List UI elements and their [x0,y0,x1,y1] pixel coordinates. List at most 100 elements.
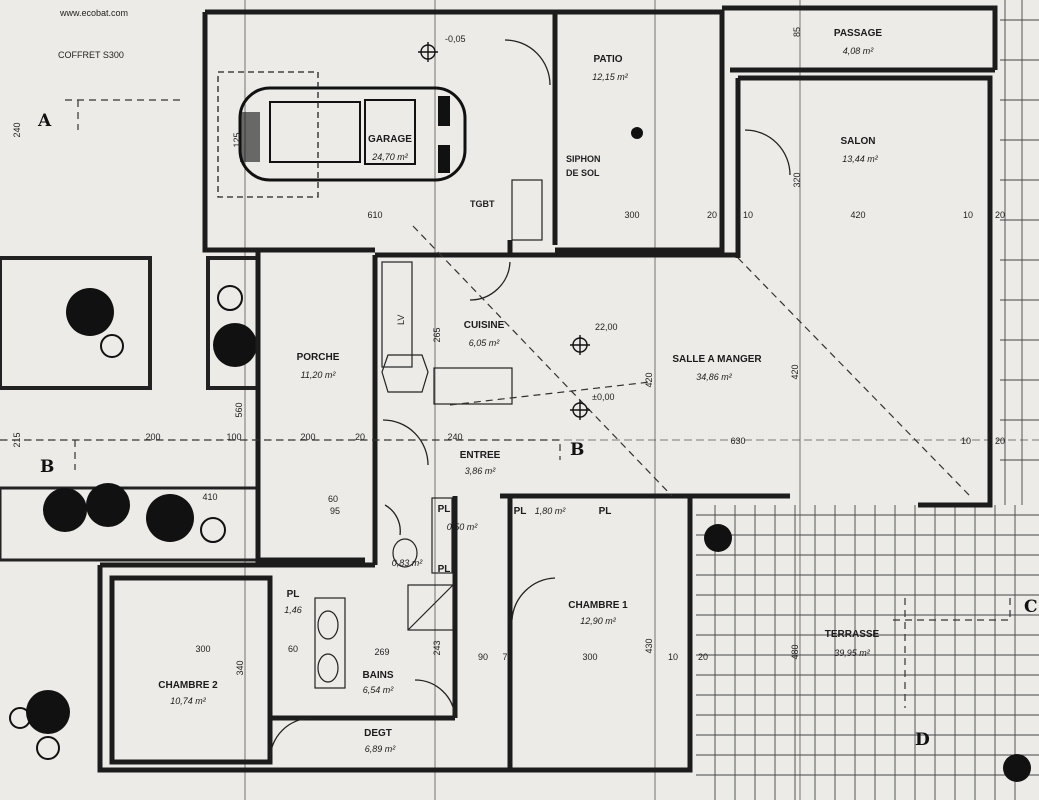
guide-lines [0,99,1011,708]
dimension-10-b: 10 [963,210,973,220]
plant-icon [217,285,243,311]
door-degt [269,717,313,761]
walls [97,5,998,773]
dimension-20-e: 20 [698,652,708,662]
shrub-icon [43,488,87,532]
door-garage [504,39,551,86]
chambre2-walls [109,575,273,765]
room-name-pl-wc2: PL [438,564,451,575]
shrub-icon [704,524,732,552]
dimension-200-a: 200 [145,432,160,442]
shrub-icon [66,288,114,336]
patio-walls [555,9,725,253]
room-area-patio: 12,15 m² [592,72,629,82]
room-area-salle-a-manger: 34,86 m² [696,372,733,382]
room-area-terrasse: 39,95 m² [834,648,871,658]
bathroom-fixtures [314,497,454,689]
garden-bed-small [206,256,260,390]
level-marker-icon [418,42,438,62]
room-area-garage: 24,70 m² [371,152,409,162]
dimension-v-85: 85 [792,27,802,37]
room-area-bains: 6,54 m² [363,685,395,695]
room-name-chambre2: CHAMBRE 2 [158,680,218,691]
room-name-pl-wc: PL [438,504,451,515]
coffret-label: COFFRET S300 [58,50,124,60]
level-main: ±0,00 [592,392,614,402]
room-area-salon: 13,44 m² [842,154,879,164]
dimension-630: 630 [730,436,745,446]
section-marker-a: A [37,111,52,131]
room-name-salle-a-manger: SALLE A MANGER [672,354,762,365]
bedrooms-walls [97,496,693,773]
kitchen-fixtures [381,179,543,405]
room-name-salon: SALON [841,136,876,147]
room-name-passage: PASSAGE [834,28,882,39]
room-name-cuisine: CUISINE [464,320,505,331]
room-name-patio: PATIO [593,54,622,65]
dimension-100: 100 [226,432,241,442]
tgbt-label: TGBT [470,199,495,209]
plant-icon [100,334,124,358]
room-name-terrasse: TERRASSE [825,629,880,640]
shrub-icon [86,483,130,527]
dimension-v-240: 240 [12,122,22,137]
room-area-degt: 6,89 m² [365,744,397,754]
watermark-text: www.ecobat.com [59,8,128,18]
dimension-v-125: 125 [232,132,242,147]
section-marker-d: D [915,730,930,750]
door-salon [744,129,791,176]
shrubs [26,288,1031,782]
room-area-chambre2: 10,74 m² [170,696,207,706]
car-icon [238,86,467,182]
dimensions: 610 300 20 10 420 20 10 200 100 200 20 2… [12,27,1005,676]
room-name-pl-top: PL [514,506,527,517]
plant-icon [200,517,226,543]
plant-icon [36,736,60,760]
room-area-pl-top: 1,80 m² [535,506,567,516]
dimension-20-b: 20 [995,210,1005,220]
dimension-269: 269 [374,647,389,657]
dimension-300-patio: 300 [624,210,639,220]
room-area-pl-wc2: 0,83 m² [392,558,424,568]
garage-parking-zone [217,71,319,198]
dimension-10-c: 10 [961,436,971,446]
dimension-410: 410 [202,492,217,502]
dimension-v-560: 560 [234,402,244,417]
shrub-icon [1003,754,1031,782]
passage-walls [722,5,998,73]
section-marker-b-left: B [40,457,54,477]
shrub-icon [213,323,257,367]
door-cuisine [469,261,511,301]
level-marker-icon [570,400,590,420]
plant-icon [9,707,31,729]
dimension-v-420-b: 420 [790,364,800,379]
dining-walls [372,240,790,565]
dimension-95: 95 [330,506,340,516]
dimension-60-b: 60 [288,644,298,654]
room-area-chambre1: 12,90 m² [580,616,617,626]
dimension-v-430: 430 [644,638,654,653]
room-name-bains: BAINS [362,670,393,681]
room-name-garage: GARAGE [368,134,412,145]
room-name-entree: ENTREE [460,450,501,461]
salon-walls [735,75,993,508]
dimension-v-215: 215 [12,432,22,447]
dimension-200-b: 200 [300,432,315,442]
room-name-degt: DEGT [364,728,392,739]
door-wc [384,504,401,536]
room-area-porche: 11,20 m² [301,370,337,380]
section-marker-b-right: B [570,440,584,460]
dimension-60-a: 60 [328,494,338,504]
room-name-pl-chambre1: PL [599,506,612,517]
door-entree [382,419,429,466]
door-chambre1 [511,577,556,621]
dimension-300-chambre2: 300 [195,644,210,654]
room-area-entree: 3,86 m² [465,466,497,476]
dimension-v-320: 320 [792,172,802,187]
dimension-610: 610 [367,210,382,220]
dimension-v-480: 480 [790,644,800,659]
door-bains [414,679,456,719]
dimension-v-265: 265 [432,327,442,342]
dimension-20-c: 20 [355,432,365,442]
